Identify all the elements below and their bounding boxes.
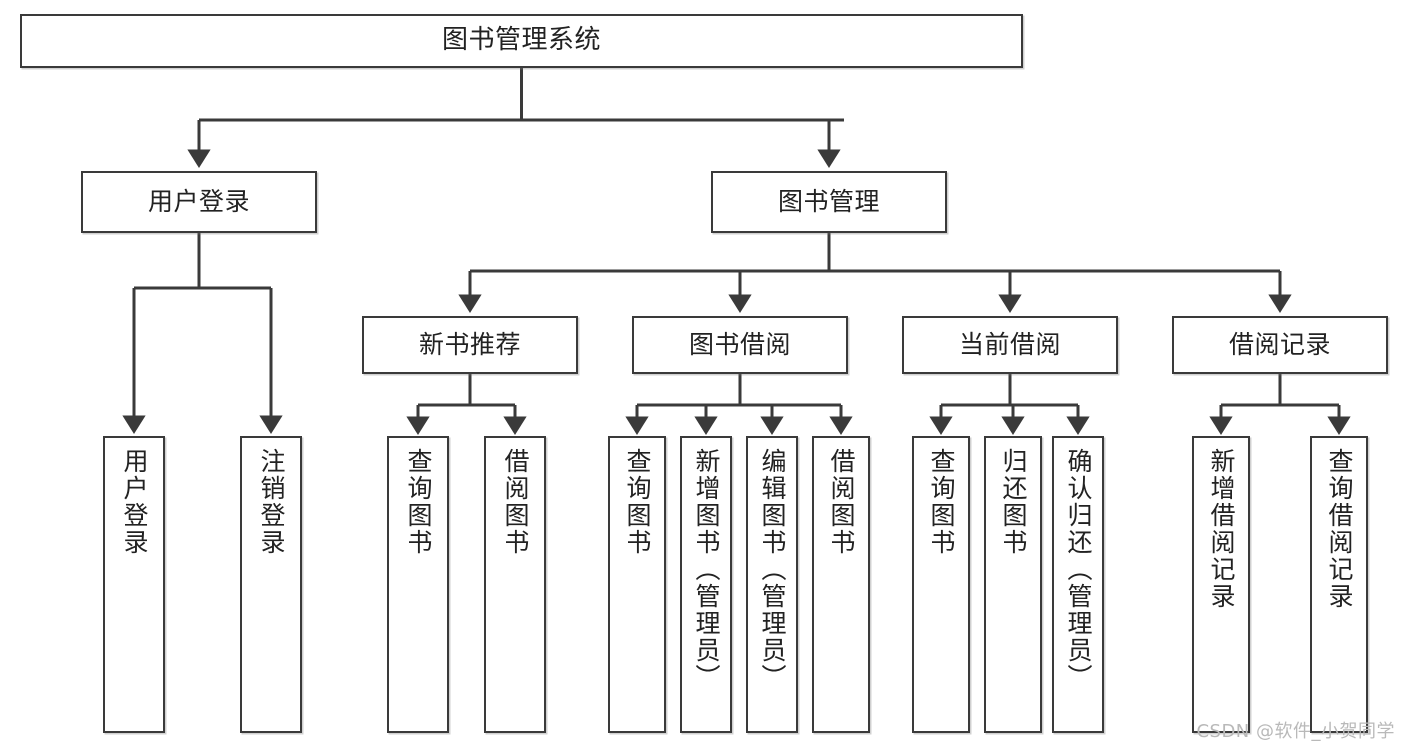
node-leaf-query-book-current[interactable]: 查询图书 (912, 436, 970, 733)
node-leaf-edit-book-admin-label: 编辑图书（管理员） (758, 448, 787, 691)
node-leaf-query-book-borrow-label: 查询图书 (623, 448, 652, 556)
node-leaf-borrow-book-recommend[interactable]: 借阅图书 (484, 436, 546, 733)
node-leaf-add-book-admin[interactable]: 新增图书（管理员） (680, 436, 732, 733)
node-leaf-logout-login-label: 注销登录 (257, 448, 286, 556)
node-new-book-recommend-label: 新书推荐 (418, 330, 521, 359)
node-leaf-query-book-current-label: 查询图书 (927, 448, 956, 556)
node-borrow-records[interactable]: 借阅记录 (1172, 316, 1388, 374)
node-book-management-label: 图书管理 (777, 187, 880, 216)
node-leaf-edit-book-admin[interactable]: 编辑图书（管理员） (746, 436, 798, 733)
node-book-borrow[interactable]: 图书借阅 (632, 316, 848, 374)
node-leaf-query-book-recommend[interactable]: 查询图书 (387, 436, 449, 733)
node-leaf-query-borrow-record[interactable]: 查询借阅记录 (1310, 436, 1368, 733)
node-new-book-recommend[interactable]: 新书推荐 (362, 316, 578, 374)
node-current-borrow-label: 当前借阅 (958, 330, 1061, 359)
node-leaf-query-book-borrow[interactable]: 查询图书 (608, 436, 666, 733)
node-leaf-add-borrow-record[interactable]: 新增借阅记录 (1192, 436, 1250, 733)
node-leaf-query-borrow-record-label: 查询借阅记录 (1325, 448, 1354, 610)
node-leaf-add-borrow-record-label: 新增借阅记录 (1207, 448, 1236, 610)
node-borrow-records-label: 借阅记录 (1228, 330, 1331, 359)
node-user-login-label: 用户登录 (147, 187, 250, 216)
node-leaf-borrow-book-recommend-label: 借阅图书 (501, 448, 530, 556)
node-leaf-borrow-book-label: 借阅图书 (827, 448, 856, 556)
node-leaf-query-book-recommend-label: 查询图书 (404, 448, 433, 556)
node-root-label: 图书管理系统 (441, 25, 601, 56)
node-book-borrow-label: 图书借阅 (688, 330, 791, 359)
node-leaf-add-book-admin-label: 新增图书（管理员） (692, 448, 721, 691)
node-current-borrow[interactable]: 当前借阅 (902, 316, 1118, 374)
watermark: CSDN @软件_小贺同学 (1196, 721, 1395, 742)
node-leaf-confirm-return-admin[interactable]: 确认归还（管理员） (1052, 436, 1104, 733)
node-root[interactable]: 图书管理系统 (20, 14, 1023, 68)
node-user-login[interactable]: 用户登录 (81, 171, 317, 233)
node-leaf-confirm-return-admin-label: 确认归还（管理员） (1064, 448, 1093, 691)
node-book-management[interactable]: 图书管理 (711, 171, 947, 233)
node-leaf-user-login-label: 用户登录 (120, 448, 149, 556)
node-leaf-borrow-book[interactable]: 借阅图书 (812, 436, 870, 733)
node-leaf-return-book[interactable]: 归还图书 (984, 436, 1042, 733)
node-leaf-return-book-label: 归还图书 (999, 448, 1028, 556)
node-leaf-user-login[interactable]: 用户登录 (103, 436, 165, 733)
node-leaf-logout-login[interactable]: 注销登录 (240, 436, 302, 733)
